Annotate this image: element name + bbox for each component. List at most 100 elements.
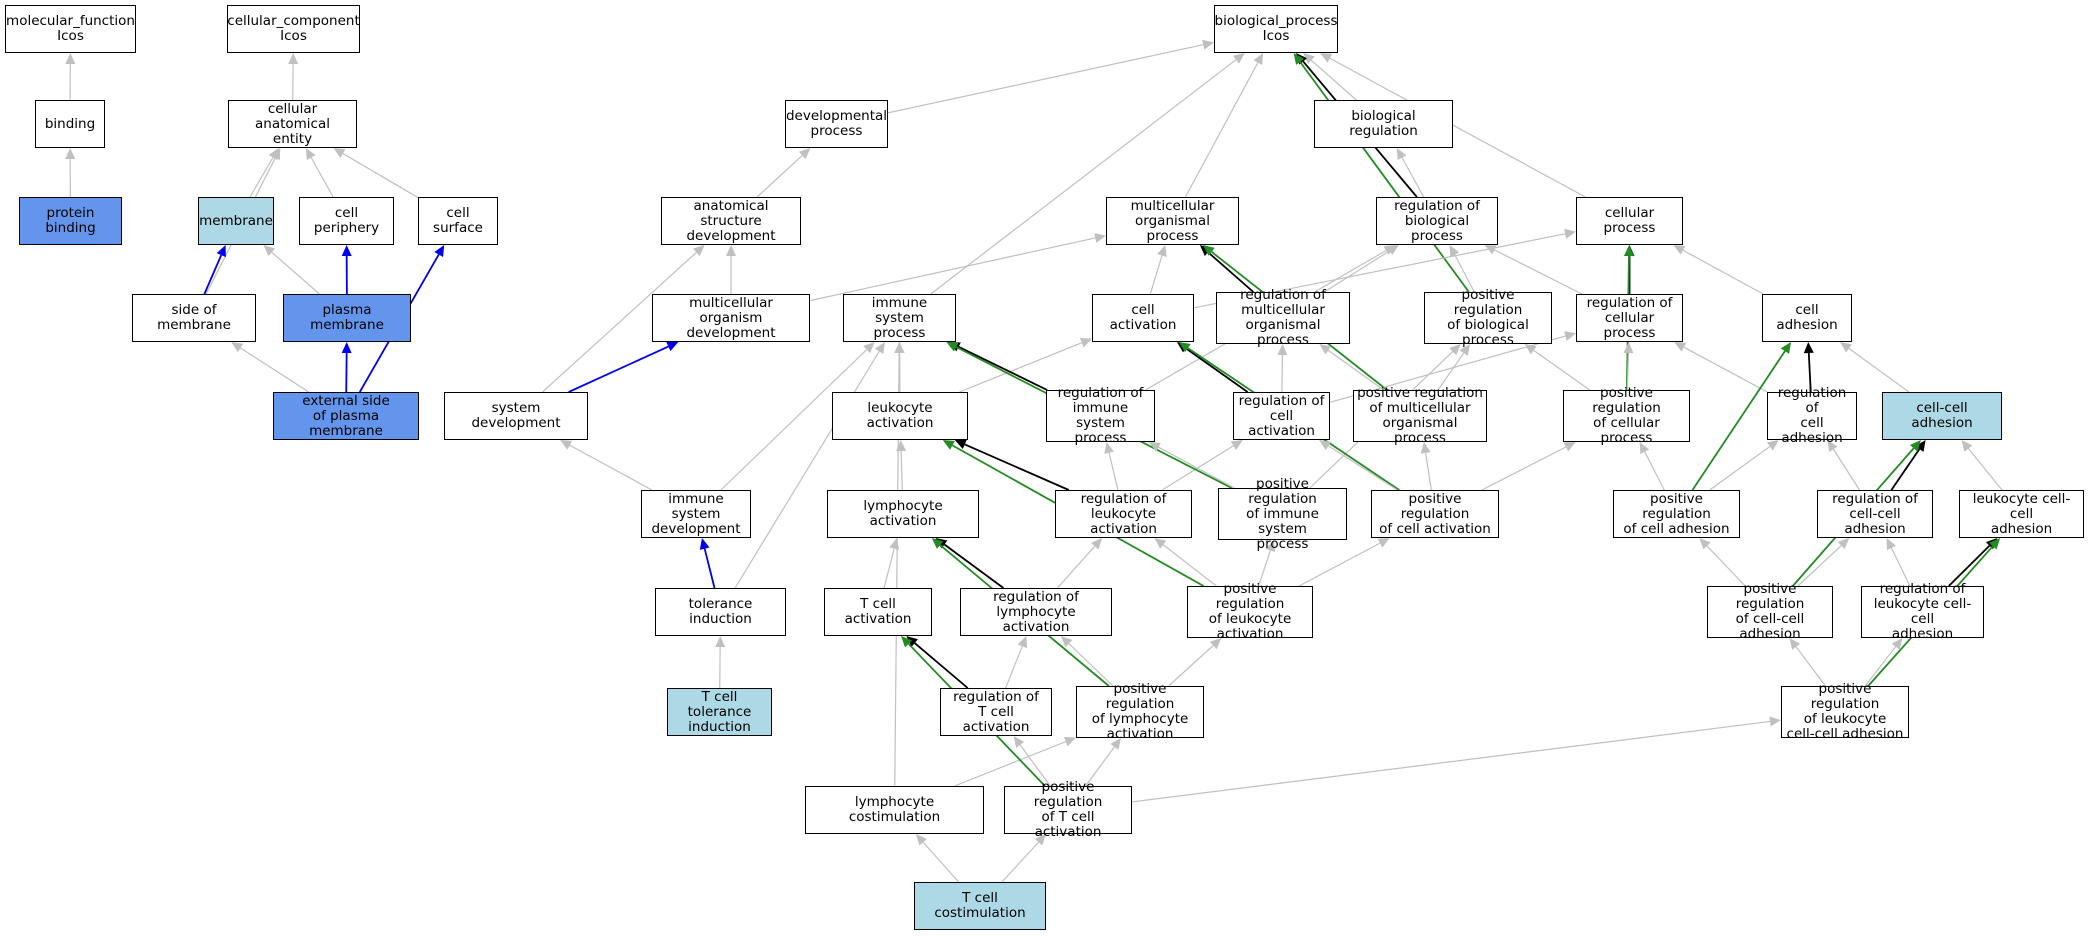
node-regulation-of-cell-adhesion[interactable]: regulation of cell adhesion [1767, 386, 1857, 446]
node-membrane[interactable]: membrane [198, 197, 274, 245]
node-regulation-of-leukocyte-activation[interactable]: regulation of leukocyte activation [1055, 490, 1192, 538]
edge-is-a [1848, 347, 1910, 393]
edge-arrowhead [693, 245, 705, 257]
edge-is-a [1683, 346, 1768, 393]
edge-is-a [1019, 744, 1051, 787]
node-anatomical-structure-development[interactable]: anatomical structure development [661, 197, 801, 245]
node-positive-regulation-of-cell-activation[interactable]: positive regulation of cell activation [1371, 490, 1499, 538]
edge-arrowhead [1104, 442, 1114, 454]
edge-arrowhead [946, 342, 959, 352]
node-plasma-membrane[interactable]: plasma membrane [283, 294, 411, 342]
edge-is-a [930, 59, 1237, 295]
edge-arrowhead [1232, 53, 1245, 64]
node-positive-regulation-of-cellular-process[interactable]: positive regulation of cellular process [1563, 386, 1690, 446]
edge-arrowhead [1780, 342, 1792, 354]
node-immune-system-process[interactable]: immune system process [843, 294, 956, 342]
node-positive-regulation-of-biological-process[interactable]: positive regulation of biological proces… [1424, 288, 1552, 348]
node-regulation-of-immune-system-process[interactable]: regulation of immune system process [1046, 386, 1155, 446]
edge-is-a [922, 841, 960, 883]
node-regulation-of-lymphocyte-activation[interactable]: regulation of lymphocyte activation [960, 588, 1112, 636]
edge-arrowhead [863, 342, 875, 354]
edge-arrowhead [1034, 834, 1046, 846]
node-positive-regulation-of-leukocyte-cell-cell-adhesion[interactable]: positive regulation of leukocyte cell-ce… [1781, 682, 1909, 742]
edge-is-a [1056, 545, 1096, 589]
edge-is-a [887, 44, 1204, 114]
node-cellular-anatomical-entity[interactable]: cellular anatomical entity [228, 100, 357, 148]
edge-arrowhead [1789, 638, 1801, 650]
edge-is-a [1797, 545, 1842, 587]
edge-part-of [568, 345, 669, 393]
edge-is-a [1281, 354, 1284, 393]
node-cellular-process[interactable]: cellular process [1576, 197, 1683, 245]
node-immune-system-development[interactable]: immune system development [641, 490, 751, 538]
node-regulation-of-biological-process[interactable]: regulation of biological process [1376, 197, 1498, 245]
edge-is-a [342, 153, 419, 199]
node-tolerance-induction[interactable]: tolerance induction [655, 588, 786, 636]
edge-arrowhead [906, 636, 918, 647]
edge-arrowhead [1178, 342, 1191, 353]
edge-is-a [249, 157, 274, 198]
node-biological-regulation[interactable]: biological regulation [1314, 100, 1453, 148]
node-regulation-of-cell-cell-adhesion[interactable]: regulation of cell-cell adhesion [1817, 490, 1933, 538]
edge-arrowhead [1110, 738, 1121, 750]
node-positive-regulation-of-multicellular-organismal-process[interactable]: positive regulation of multicellular org… [1353, 386, 1487, 446]
edge-arrowhead [1886, 538, 1896, 551]
edge-arrowhead [1623, 342, 1634, 354]
node-binding[interactable]: binding [35, 100, 105, 148]
node-positive-regulation-of-t-cell-activation[interactable]: positive regulation of T cell activation [1004, 780, 1132, 840]
node-leukocyte-activation[interactable]: leukocyte activation [832, 392, 968, 440]
node-molecular-function[interactable]: molecular_function Icos [5, 5, 136, 53]
node-lymphocyte-activation[interactable]: lymphocyte activation [827, 490, 979, 538]
edge-arrowhead [333, 148, 346, 158]
node-regulation-of-leukocyte-cell-cell-adhesion[interactable]: regulation of leukocyte cell-cell adhesi… [1861, 582, 1984, 642]
node-cell-adhesion[interactable]: cell adhesion [1762, 294, 1852, 342]
node-regulation-of-multicellular-organismal-process[interactable]: regulation of multicellular organismal p… [1216, 288, 1350, 348]
node-side-of-membrane[interactable]: side of membrane [132, 294, 256, 342]
edge-part-of [203, 254, 223, 295]
node-cell-activation[interactable]: cell activation [1092, 294, 1194, 342]
node-external-side-of-plasma-membrane[interactable]: external side of plasma membrane [273, 392, 419, 440]
node-positive-regulation-of-immune-system-process[interactable]: positive regulation of immune system pro… [1218, 476, 1347, 551]
node-multicellular-organism-development[interactable]: multicellular organism development [652, 294, 810, 342]
node-developmental-process[interactable]: developmental process [785, 100, 888, 148]
node-leukocyte-cell-cell-adhesion[interactable]: leukocyte cell-cell adhesion [1959, 490, 2084, 538]
node-biological-process[interactable]: biological_process Icos [1214, 5, 1338, 53]
edge-is-a [1706, 545, 1746, 587]
edge-arrowhead [874, 342, 885, 354]
edge-is-a [1149, 255, 1163, 295]
node-cell-surface[interactable]: cell surface [418, 197, 498, 245]
node-cell-periphery[interactable]: cell periphery [299, 197, 394, 245]
node-lymphocyte-costimulation[interactable]: lymphocyte costimulation [805, 786, 984, 834]
edge-arrowhead [1449, 245, 1460, 258]
edge-arrowhead [263, 245, 276, 257]
edge-arrowhead [1383, 245, 1396, 255]
node-regulation-of-cellular-process[interactable]: regulation of cellular process [1576, 294, 1683, 342]
node-regulation-of-cell-activation[interactable]: regulation of cell activation [1233, 392, 1330, 440]
edge-arrowhead [1484, 245, 1497, 255]
edge-arrowhead [1639, 442, 1650, 455]
edge-regulates [958, 346, 1048, 391]
node-multicellular-organismal-process[interactable]: multicellular organismal process [1106, 197, 1239, 245]
node-t-cell-activation[interactable]: T cell activation [824, 588, 932, 636]
edge-arrowhead [1319, 440, 1332, 451]
node-regulation-of-t-cell-activation[interactable]: regulation of T cell activation [940, 688, 1052, 736]
node-positive-regulation-of-cell-cell-adhesion[interactable]: positive regulation of cell-cell adhesio… [1707, 582, 1833, 642]
edge-is-a [900, 450, 903, 491]
edge-is-a [1795, 646, 1826, 687]
edge-arrowhead [216, 245, 226, 258]
edge-arrowhead [1377, 538, 1390, 548]
node-cell-cell-adhesion[interactable]: cell-cell adhesion [1882, 392, 2002, 440]
edge-arrowhead [434, 245, 445, 258]
node-positive-regulation-of-leukocyte-activation[interactable]: positive regulation of leukocyte activat… [1187, 582, 1313, 642]
node-system-development[interactable]: system development [444, 392, 588, 440]
edge-is-a [1533, 349, 1591, 391]
edge-arrowhead [1230, 440, 1243, 451]
node-protein-binding[interactable]: protein binding [19, 197, 122, 245]
node-t-cell-tolerance-induction[interactable]: T cell tolerance induction [667, 688, 772, 736]
node-positive-regulation-of-lymphocyte-activation[interactable]: positive regulation of lymphocyte activa… [1076, 682, 1204, 742]
edge-is-a [1327, 349, 1385, 391]
node-positive-regulation-of-cell-adhesion[interactable]: positive regulation of cell adhesion [1613, 490, 1740, 538]
edge-is-a [1832, 448, 1861, 491]
node-cellular-component[interactable]: cellular_component Icos [227, 5, 360, 53]
node-t-cell-costimulation[interactable]: T cell costimulation [914, 882, 1046, 930]
